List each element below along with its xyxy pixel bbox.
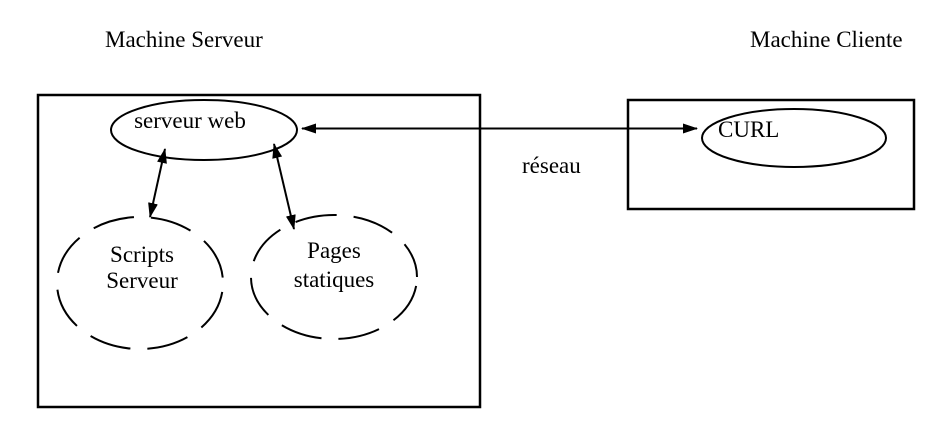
web-to-scripts-arrow — [148, 148, 167, 218]
server-machine-title: Machine Serveur — [105, 27, 263, 52]
curl-ellipse — [701, 108, 887, 168]
scripts-server-label-line1: Scripts — [110, 242, 174, 267]
static-pages-label-line1: Pages — [307, 238, 361, 263]
client-machine-box — [626, 98, 916, 211]
web-to-pages-arrow — [272, 143, 296, 230]
scripts-server-label-line2: Serveur — [106, 268, 178, 293]
static-pages-label-line2: statiques — [294, 267, 375, 292]
client-machine-title: Machine Cliente — [750, 27, 903, 52]
server-machine-box — [36, 93, 482, 409]
network-label: réseau — [522, 153, 581, 178]
curl-label: CURL — [718, 117, 779, 142]
web-server-ellipse — [110, 99, 298, 161]
static-pages-ellipse — [250, 214, 418, 340]
web-server-label: serveur web — [134, 108, 246, 133]
